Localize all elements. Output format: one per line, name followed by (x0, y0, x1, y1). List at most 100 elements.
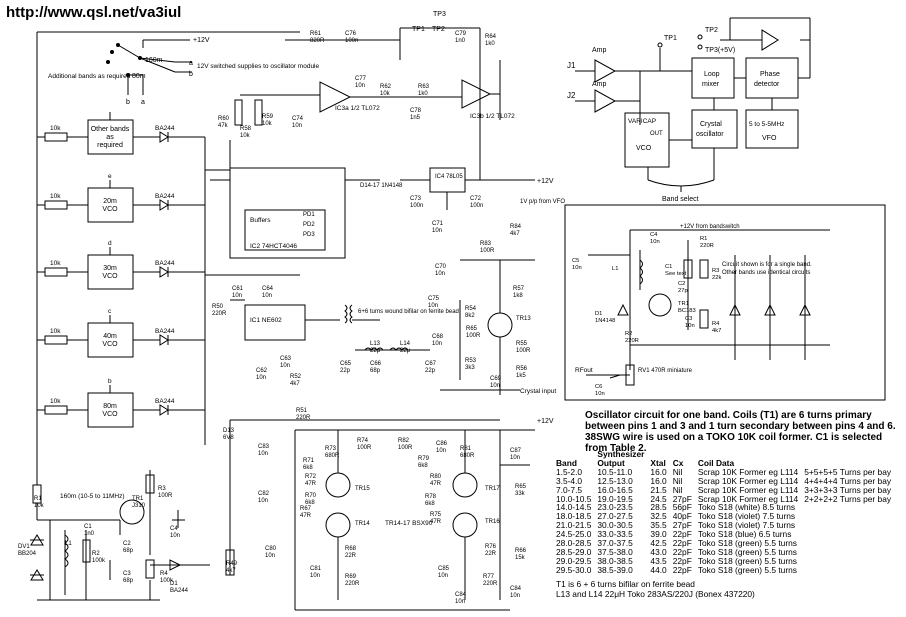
table-cell: 39.0 (650, 529, 667, 540)
table-cell: 27pF (672, 520, 692, 531)
svg-text:a: a (141, 99, 145, 106)
table-cell: 5+5+5+5 Turns per bay (804, 466, 892, 477)
table-cell: 21.0-21.5 (556, 520, 592, 531)
table-cell: 29.0-29.5 (556, 555, 592, 566)
pd1-label: PD1 (303, 212, 315, 218)
output-amplifiers (225, 419, 535, 611)
osc-note: Circuit shown is for a single band.Other… (722, 262, 812, 276)
ic4-label: IC4 78L05 (435, 174, 463, 180)
footnote-l13: L13 and L14 22μH Toko 283AS/220J (Bonex … (556, 589, 755, 599)
block-varicap: VARICAP (628, 118, 656, 125)
block-amp2: Amp (592, 81, 607, 88)
table-cell: 3.5-4.0 (556, 475, 583, 486)
additional-bands-label: Additional bands as required (48, 73, 131, 80)
component-label: TR13 (516, 316, 531, 322)
table-cell (801, 539, 894, 548)
table-cell (801, 548, 894, 557)
svg-text:a: a (189, 60, 193, 67)
vco-box (87, 392, 134, 428)
col-xtal: Xtal (650, 457, 666, 468)
vco-diode-label: BA244 (155, 193, 175, 200)
vco-resistor-label: 10k (50, 328, 61, 335)
vco-resistor-label: 10k (50, 193, 61, 200)
table-cell (801, 503, 894, 512)
crystal-input-label: Crystal input (520, 388, 556, 395)
table-cell: 37.0-37.5 (597, 538, 633, 549)
table-cell: Scrap 10K Former eg L114 (697, 466, 799, 477)
table-cell: 28.5-29.0 (556, 546, 592, 557)
supply-12v-bottom: +12V (537, 418, 554, 425)
block-tp1: TP1 (664, 35, 677, 42)
vco-box (87, 187, 134, 223)
table-cell (801, 512, 894, 521)
table-cell: Nil (672, 484, 683, 495)
svg-text:b: b (126, 99, 130, 106)
component-label: TR17 (485, 486, 500, 492)
vco-diode-label: BA244 (155, 398, 175, 405)
page-url[interactable]: http://www.qsl.net/va3iul (6, 4, 182, 21)
vco-switch-label: e (108, 173, 112, 180)
vco-box (87, 254, 134, 290)
col-coil: Coil Data (697, 457, 735, 468)
vco-box (87, 322, 134, 358)
block-vco: VCO (636, 145, 652, 152)
table-cell: 29.5-30.0 (556, 564, 592, 575)
table-cell: 19.0-19.5 (597, 493, 633, 504)
osc-component-label: L1 (612, 266, 618, 272)
table-cell: 1.5-2.0 (556, 466, 583, 477)
block-band-select: Band select (662, 196, 699, 203)
table-cell: 3+3+3+3 Turns per bay (804, 484, 892, 495)
osc-bandswitch: +12V from bandswitch (680, 224, 740, 230)
ic3b-label: IC3b 1/2 TL072 (470, 113, 515, 120)
band-switch[interactable]: a b b a (106, 39, 194, 106)
table-cell: 7.0-7.5 (556, 484, 583, 495)
table-cell: 22pF (672, 564, 692, 575)
table-cell: 24.5 (650, 493, 667, 504)
table-cell: 16.0 (650, 475, 667, 486)
buffers-label: Buffers (250, 217, 271, 224)
block-diagram (575, 17, 811, 192)
